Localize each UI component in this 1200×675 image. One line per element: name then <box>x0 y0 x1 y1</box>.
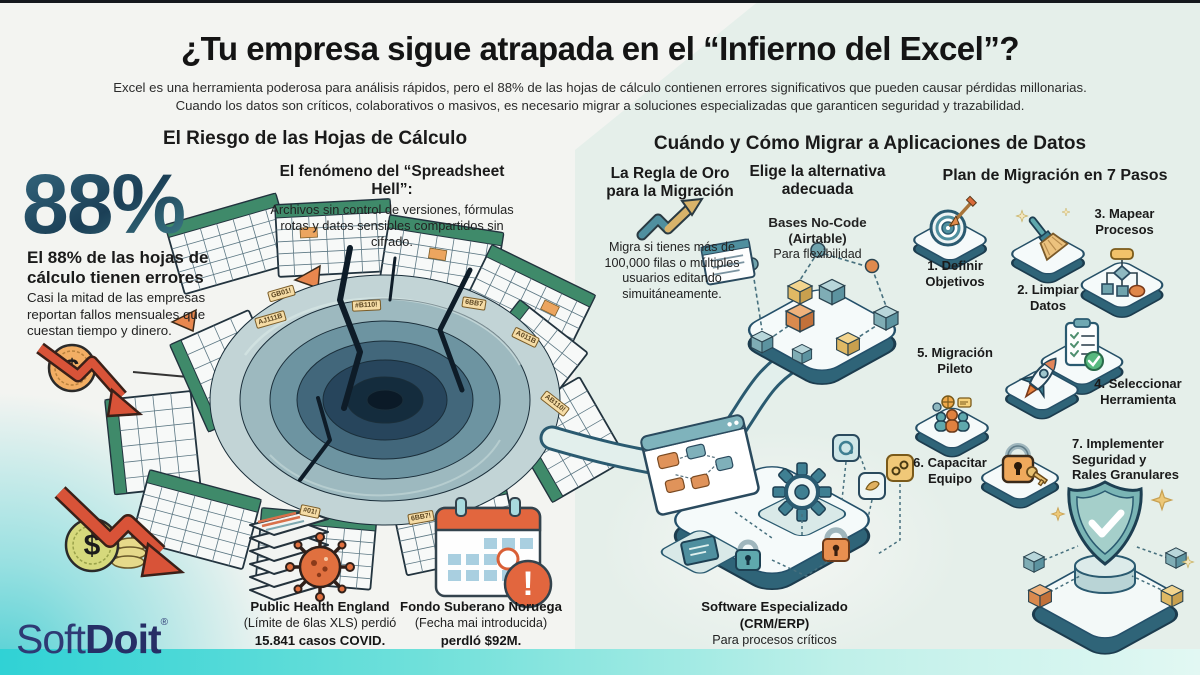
nocode-sub: (Airtable) <box>788 230 847 246</box>
sheet-cell-tag: #B110! <box>351 299 381 312</box>
golden-rule-detail: Migra si tienes más de 100,000 filas o m… <box>604 240 740 302</box>
spreadsheet-hell-detail: Archivos sin control de versiones, fórmu… <box>270 202 514 249</box>
page-title: ¿Tu empresa sigue atrapada en el “Infier… <box>181 30 1019 67</box>
step-label-5: 5. Migración Pileto <box>917 345 993 376</box>
stat-headline: El 88% de las hojas de cálculo tienen er… <box>27 248 209 287</box>
alternative-title: Elige la alternativa adecuada <box>749 163 886 198</box>
plan-title: Plan de Migración en 7 Pasos <box>942 167 1168 184</box>
page-subtitle: Excel es una herramienta poderosa para a… <box>30 79 1170 116</box>
sheet-cell-tag: AB110! <box>539 390 570 417</box>
step-label-4: 4. Seleccionar Herramienta <box>1094 376 1182 407</box>
software-caption: Software Especializado (CRM/ERP) Para pr… <box>701 599 848 648</box>
subtitle-line1: Excel es una herramienta poderosa para a… <box>113 80 1087 95</box>
step-label-6: 6. Capacitar Equipo <box>913 455 987 486</box>
circled-date <box>496 547 520 571</box>
registered-mark: ® <box>160 617 168 628</box>
stat-detail: Casi la mitad de las empresas reportan f… <box>27 290 206 339</box>
logo-doit: Doit <box>84 616 162 662</box>
case-fondo-noruega: Fondo Suberano Noruega (Fecha mai introd… <box>400 599 562 648</box>
calendar-icon: ! <box>434 497 553 609</box>
nocode-for: Para flexibilidad <box>773 246 862 261</box>
dollar-glyph: $ <box>65 353 80 383</box>
sheet-cell-tag: AJ111B <box>254 309 287 330</box>
step-label-7: 7. Implementer Seguridad y Rales Granula… <box>1072 436 1179 483</box>
bottom-gradient-band <box>0 649 1200 675</box>
step-label-3: 3. Mapear Procesos <box>1094 206 1155 237</box>
stat-88-percent: 88% <box>22 157 186 251</box>
flag-icon <box>293 264 321 290</box>
golden-rule-title: La Regla de Oro para la Migración <box>606 165 734 200</box>
nocode-caption: Bases No-Code (Airtable) Para flexibilid… <box>745 215 890 262</box>
sheet-cell-tag: A011B <box>510 326 541 349</box>
softdoit-logo: SoftDoit® <box>16 616 168 663</box>
spreadsheet-hell-block: El fenómeno del “Spreadsheet Hell”: Arch… <box>258 163 526 250</box>
step-label-2: 2. Limpiar Datos <box>1017 282 1079 313</box>
sheet-cell-tag: 6BB7 <box>461 296 487 311</box>
case-public-health-england: Public Health England (Límite de 6las XL… <box>243 599 397 648</box>
spreadsheet-hell-title: El fenómeno del “Spreadsheet Hell”: <box>279 163 505 198</box>
right-section-title: Cuándo y Cómo Migrar a Aplicaciones de D… <box>653 133 1087 154</box>
logo-soft: Soft <box>16 616 86 662</box>
left-section-title: El Riesgo de las Hojas de Cálculo <box>162 128 468 149</box>
nocode-name: Bases No-Code <box>768 215 867 230</box>
subtitle-line2: Cuando los datos son críticos, colaborat… <box>175 98 1025 114</box>
top-border-line <box>0 0 1200 3</box>
sheet-cell-tag: GB01! <box>266 284 296 303</box>
step-label-1: 1. Definir Objetivos <box>925 258 985 289</box>
